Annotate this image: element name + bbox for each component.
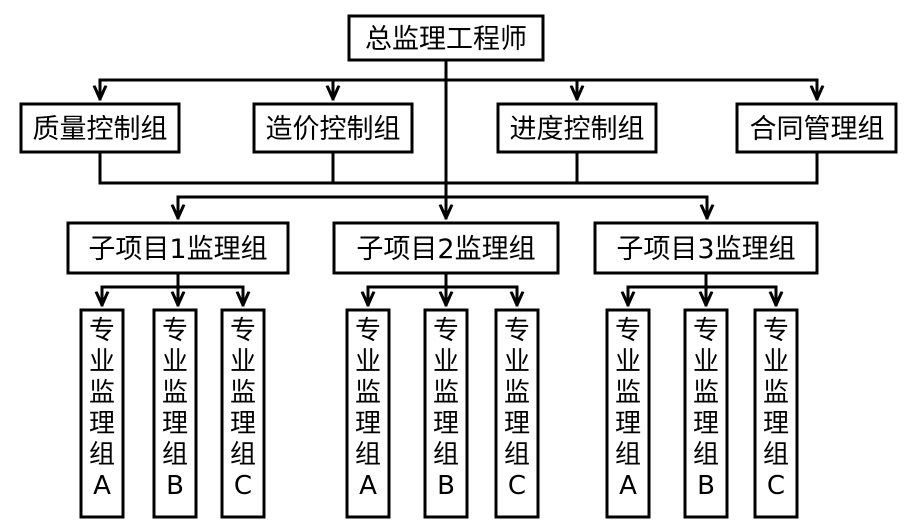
- node-group-label: 造价控制组: [266, 114, 401, 145]
- node-subproject-3: 子项目3监理组: [593, 221, 819, 275]
- node-group-schedule: 进度控制组: [496, 102, 658, 154]
- node-group-quality: 质量控制组: [19, 102, 181, 154]
- node-root-label: 总监理工程师: [365, 24, 527, 55]
- node-group-label: 进度控制组: [510, 114, 645, 145]
- node-root: 总监理工程师: [347, 14, 545, 62]
- node-subproject-label: 子项目2监理组: [356, 234, 535, 265]
- node-group-contract: 合同管理组: [735, 102, 898, 154]
- node-subproject-label: 子项目3监理组: [616, 234, 795, 265]
- node-subproject-2: 子项目2监理组: [332, 221, 560, 275]
- node-group-cost: 造价控制组: [252, 102, 414, 154]
- node-subproject-label: 子项目1监理组: [88, 234, 267, 265]
- node-group-label: 合同管理组: [750, 114, 885, 145]
- node-group-label: 质量控制组: [33, 114, 168, 145]
- connectors: [100, 58, 817, 307]
- node-subproject-1: 子项目1监理组: [66, 221, 290, 275]
